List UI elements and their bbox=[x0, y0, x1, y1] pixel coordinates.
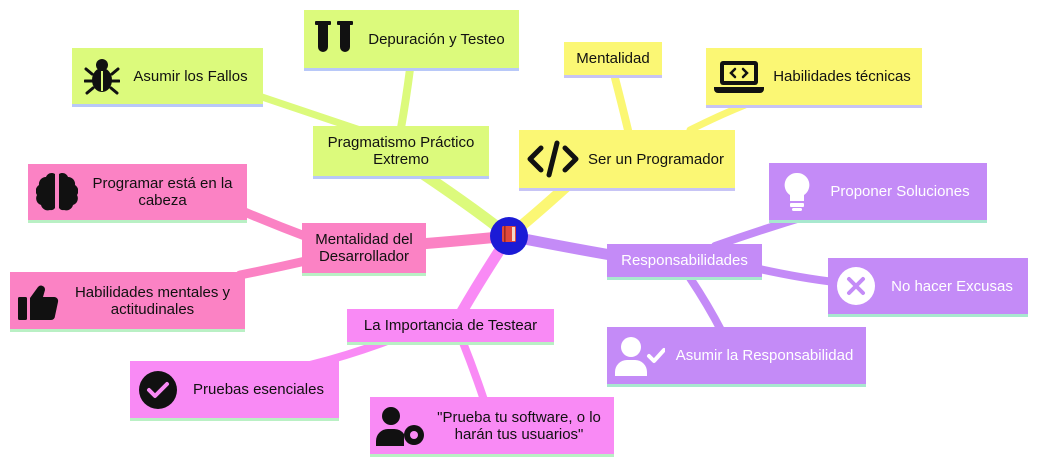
node-programar-cabeza[interactable]: Programar está en la cabeza bbox=[28, 164, 247, 223]
node-programador[interactable]: Ser un Programador bbox=[519, 130, 735, 191]
node-pragmatismo-label: Pragmatismo Práctico Extremo bbox=[327, 134, 475, 168]
node-excusas-label: No hacer Excusas bbox=[891, 277, 1013, 295]
check-circle-icon bbox=[138, 370, 178, 410]
node-programador-label: Ser un Programador bbox=[588, 150, 724, 168]
node-proponer-label: Proponer Soluciones bbox=[830, 183, 970, 200]
node-testear-label: La Importancia de Testear bbox=[363, 317, 538, 334]
connector-habilidades-mentales bbox=[235, 255, 315, 280]
node-programar-cabeza-label: Programar está en la cabeza bbox=[92, 175, 233, 209]
book-icon bbox=[501, 225, 517, 248]
node-mentalidad[interactable]: Mentalidad bbox=[564, 42, 662, 78]
node-asumir-resp[interactable]: Asumir la Responsabilidad bbox=[607, 327, 866, 387]
node-prueba-software-label: "Prueba tu software, o lo harán tus usua… bbox=[437, 408, 601, 443]
connector-mentalidad bbox=[611, 74, 632, 134]
laptop-code-icon bbox=[714, 60, 764, 94]
connector-excusas bbox=[751, 264, 839, 286]
node-depuracion-label: Depuración y Testeo bbox=[368, 30, 505, 48]
node-habilidades-tecnicas-label: Habilidades técnicas bbox=[773, 68, 911, 85]
node-fallos[interactable]: Asumir los Fallos bbox=[72, 48, 263, 107]
central-node[interactable] bbox=[490, 217, 528, 255]
user-check-icon bbox=[615, 336, 665, 376]
bug-icon bbox=[84, 57, 120, 95]
node-prueba-software[interactable]: "Prueba tu software, o lo harán tus usua… bbox=[370, 397, 614, 457]
connector-depuracion bbox=[397, 65, 414, 132]
node-pruebas[interactable]: Pruebas esenciales bbox=[130, 361, 339, 421]
node-mentalidad-dev[interactable]: Mentalidad del Desarrollador bbox=[302, 223, 426, 276]
node-proponer[interactable]: Proponer Soluciones bbox=[769, 163, 987, 223]
connector-asumir-resp bbox=[686, 274, 726, 336]
user-gear-icon bbox=[376, 406, 426, 446]
code-icon bbox=[527, 140, 579, 178]
node-depuracion[interactable]: Depuración y Testeo bbox=[304, 10, 519, 71]
connector-habilidades-tecnicas bbox=[686, 101, 749, 134]
node-mentalidad-dev-label: Mentalidad del Desarrollador bbox=[315, 231, 413, 265]
thumbs-up-icon bbox=[18, 282, 60, 320]
node-habilidades-mentales[interactable]: Habilidades mentales y actitudinales bbox=[10, 272, 245, 332]
test-tubes-icon bbox=[314, 21, 354, 57]
x-circle-icon bbox=[836, 266, 876, 306]
node-testear[interactable]: La Importancia de Testear bbox=[347, 309, 554, 345]
connector-programar-cabeza bbox=[235, 205, 315, 243]
node-habilidades-mentales-label: Habilidades mentales y actitudinales bbox=[74, 283, 231, 318]
node-habilidades-tecnicas[interactable]: Habilidades técnicas bbox=[706, 48, 922, 108]
node-excusas[interactable]: No hacer Excusas bbox=[828, 258, 1028, 317]
node-asumir-resp-label: Asumir la Responsabilidad bbox=[675, 347, 854, 364]
lightbulb-icon bbox=[783, 172, 811, 212]
node-responsabilidades[interactable]: Responsabilidades bbox=[607, 244, 762, 280]
node-pruebas-label: Pruebas esenciales bbox=[193, 381, 324, 398]
node-fallos-label: Asumir los Fallos bbox=[133, 67, 248, 85]
node-responsabilidades-label: Responsabilidades bbox=[621, 252, 748, 269]
brain-icon bbox=[36, 172, 78, 212]
connector-fallos bbox=[246, 89, 364, 134]
node-mentalidad-label: Mentalidad bbox=[576, 50, 650, 67]
connector-prueba-software bbox=[458, 336, 488, 404]
node-pragmatismo[interactable]: Pragmatismo Práctico Extremo bbox=[313, 126, 489, 179]
